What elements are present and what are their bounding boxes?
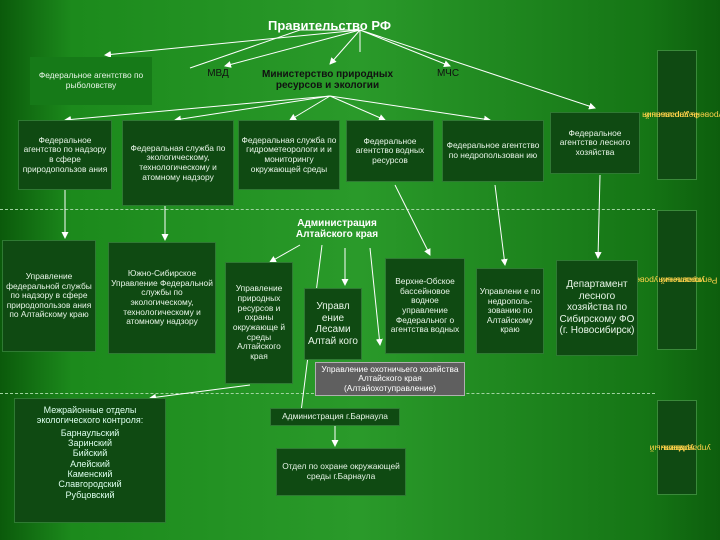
link-altai-prirod xyxy=(269,244,301,263)
reg-ssib-label: Южно-Сибирское Управление Федеральной сл… xyxy=(111,268,213,327)
mezh-city-5: Каменский xyxy=(67,469,113,480)
box-ryba: Федеральное агентство по рыболовству xyxy=(30,57,152,105)
agency-vodnye-label: Федеральное агентство водных ресурсов xyxy=(355,135,425,165)
reg-les: Управл ение Лесами Алтай кого xyxy=(304,288,362,360)
box-ministry: Министерство природных ресурсов и эколог… xyxy=(245,64,410,96)
otdel-barnaul-label: Отдел по охране окружающей среды г.Барна… xyxy=(282,461,400,481)
box-mchs-label: МЧС xyxy=(436,68,460,80)
agency-lesnoe: Федеральное агентство лесного хозяйства xyxy=(550,112,640,174)
mezh-title: Межрайонные отделы экологического контро… xyxy=(36,405,144,426)
reg-les-label: Управл ение Лесами Алтай кого xyxy=(308,301,358,347)
level-divider-federal-regional xyxy=(0,209,655,210)
agency-vodnye: Федеральное агентство водных ресурсов xyxy=(346,120,434,182)
link-min-a4 xyxy=(329,95,386,121)
barnaul-admin-label: Администрация г.Барнаула xyxy=(282,411,388,422)
mezh-otdely: Межрайонные отделы экологического контро… xyxy=(14,398,166,523)
mezh-city-6: Славгородский xyxy=(58,479,122,490)
altai-admin: Администрация Алтайского края xyxy=(282,213,392,245)
reg-dep-les: Департамент лесного хозяйства по Сибирск… xyxy=(556,260,638,356)
reg-okhot: Управление охотничьего хозяйства Алтайск… xyxy=(315,362,465,396)
box-ryba-label: Федеральное агентство по рыболовству xyxy=(38,70,144,90)
box-mvd-label: МВД xyxy=(207,68,229,80)
level-label-local: Местный уровень управления xyxy=(649,400,710,495)
mezh-city-7: Рубцовский xyxy=(65,489,115,500)
level-regional-line2: управления xyxy=(658,275,706,286)
reg-nadzor-label: Управление федеральной службы по надзору… xyxy=(6,270,92,320)
level-label-regional: Региональный уровень управления xyxy=(627,210,718,350)
mezh-city-3: Бийский xyxy=(72,448,108,459)
link-gov-mchs xyxy=(359,29,451,68)
link-gov-ryba xyxy=(104,29,361,58)
agency-gidromet-label: Федеральная служба по гидрометеорологи и… xyxy=(241,134,337,174)
link-gov-lesnoe xyxy=(359,29,596,110)
level-federal-line2: уровень управления xyxy=(641,110,720,121)
link-min-a2 xyxy=(174,95,331,123)
link-gov-ministry xyxy=(329,29,361,65)
reg-prirod-label: Управление природных ресурсов и охраны о… xyxy=(232,283,286,361)
link-prirod-mezh xyxy=(149,384,251,401)
barnaul-admin: Администрация г.Барнаула xyxy=(270,408,400,426)
otdel-barnaul: Отдел по охране окружающей среды г.Барна… xyxy=(276,448,406,496)
reg-nedra: Управлени е по недрополь-зованию по Алта… xyxy=(476,268,544,354)
reg-okhot-label: Управление охотничьего хозяйства Алтайск… xyxy=(321,363,459,393)
reg-dep-les-label: Департамент лесного хозяйства по Сибирск… xyxy=(559,279,635,337)
link-altai-obskoe-down xyxy=(369,247,383,346)
agency-gidromet: Федеральная служба по гидрометеорологи и… xyxy=(238,120,340,190)
agency-ekonadzor: Федеральная служба по экологическому, те… xyxy=(122,120,234,206)
link-min-a1 xyxy=(64,95,331,123)
page-title: Правительство РФ xyxy=(268,18,391,33)
agency-ekonadzor-label: Федеральная служба по экологическому, те… xyxy=(130,142,226,182)
agency-nadzor-label: Федеральное агентство по надзору в сфере… xyxy=(22,134,108,174)
agency-nedra: Федеральное агентство по недропользован … xyxy=(442,120,544,182)
box-mvd: МВД xyxy=(198,66,238,82)
mezh-city-2: Заринский xyxy=(68,438,112,449)
agency-nedra-label: Федеральное агентство по недропользован … xyxy=(446,140,540,160)
box-ministry-label: Министерство природных ресурсов и эколог… xyxy=(261,68,394,92)
link-min-a5 xyxy=(329,95,491,123)
level-label-federal: Федеральный уровень управления xyxy=(642,50,720,180)
link-gov-mvd xyxy=(224,29,361,68)
mezh-city-1: Барнаульский xyxy=(60,427,120,438)
link-gov-left-edge xyxy=(189,29,360,69)
agency-nadzor: Федеральное агентство по надзору в сфере… xyxy=(18,120,112,190)
reg-prirod: Управление природных ресурсов и охраны о… xyxy=(225,262,293,384)
level-local-line3: управления xyxy=(663,443,710,454)
link-a6-dep xyxy=(594,174,602,259)
altai-admin-label: Администрация Алтайского края xyxy=(295,217,379,241)
mezh-city-4: Алейский xyxy=(70,458,110,469)
reg-ssib: Южно-Сибирское Управление Федеральной сл… xyxy=(108,242,216,354)
box-mchs: МЧС xyxy=(430,66,466,82)
reg-obskoe: Верхне-Обское бассейновое водное управле… xyxy=(385,258,465,354)
reg-obskoe-label: Верхне-Обское бассейновое водное управле… xyxy=(390,276,460,335)
reg-nedra-label: Управлени е по недрополь-зованию по Алта… xyxy=(479,285,541,335)
link-a4-obskoe xyxy=(394,184,431,256)
agency-lesnoe-label: Федеральное агентство лесного хозяйства xyxy=(559,127,631,157)
reg-nadzor: Управление федеральной службы по надзору… xyxy=(2,240,96,352)
link-min-a3 xyxy=(289,95,331,121)
link-a5-nedra xyxy=(494,184,508,266)
